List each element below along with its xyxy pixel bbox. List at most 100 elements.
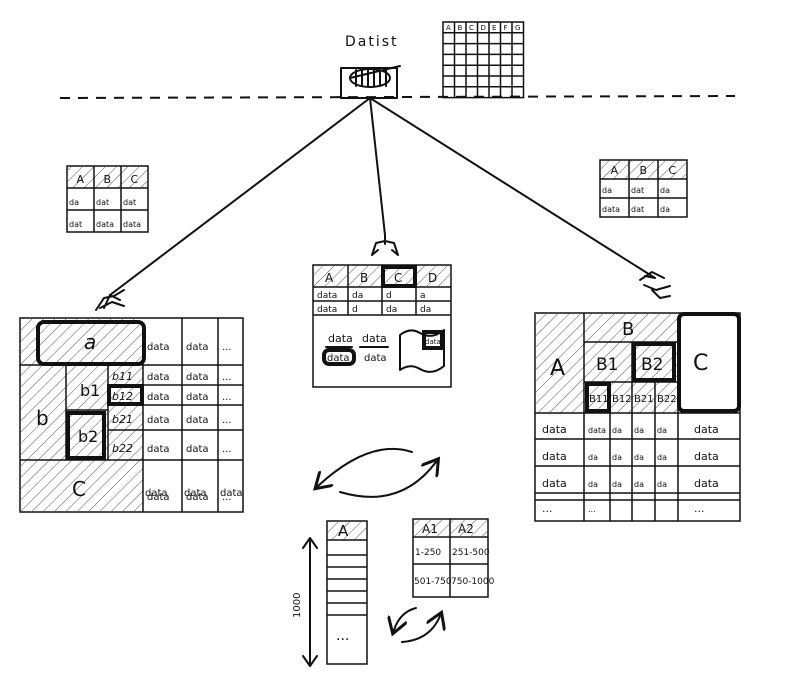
left-cell: data bbox=[186, 492, 209, 503]
small-cell: dat bbox=[631, 205, 644, 214]
left-cell: data bbox=[186, 392, 209, 403]
header-b2 bbox=[66, 411, 106, 460]
cables bbox=[109, 97, 656, 296]
right-cell: ... bbox=[694, 502, 705, 515]
small-cell: dat bbox=[631, 186, 644, 195]
left-cell: data bbox=[147, 492, 170, 503]
split-header-a2: A2 bbox=[458, 522, 474, 536]
split-cell-2: 251-500 bbox=[452, 548, 490, 558]
split-cell-1: 1-250 bbox=[415, 548, 441, 558]
sub-B12: B12 bbox=[612, 394, 632, 405]
left-cell: data bbox=[147, 392, 170, 403]
sub-b12: b12 bbox=[112, 390, 133, 403]
header-a bbox=[36, 320, 146, 366]
left-cell: ... bbox=[222, 492, 232, 503]
right-cell: ... bbox=[588, 505, 596, 514]
small-cell: da bbox=[660, 186, 670, 195]
bottom-split-table: A1 A2 1-250 251-500 501-750 750-1000 bbox=[412, 518, 495, 598]
right-cell: da bbox=[612, 480, 622, 489]
left-cell: data bbox=[147, 415, 170, 426]
center-cell: data bbox=[317, 305, 337, 315]
pair1-bottom: data bbox=[327, 353, 350, 364]
sub-B11: B11 bbox=[589, 394, 609, 405]
sheet-header: C bbox=[469, 24, 474, 32]
header-A-label: A bbox=[550, 356, 565, 381]
center-cell: da bbox=[386, 305, 397, 315]
right-cell: da bbox=[657, 480, 667, 489]
column-header: A bbox=[338, 522, 349, 540]
center-header: A bbox=[325, 271, 334, 285]
left-cell: data bbox=[220, 488, 243, 499]
header-a-label: a bbox=[84, 330, 96, 354]
right-cell: da bbox=[634, 426, 644, 435]
header-B-label: B bbox=[622, 319, 634, 340]
header-C-label: C bbox=[693, 351, 708, 376]
right-cell: data bbox=[694, 477, 719, 490]
claw-left-icon bbox=[95, 289, 125, 311]
left-cell: data bbox=[147, 342, 170, 353]
center-cell: d bbox=[386, 291, 392, 301]
cycle-arrow-large-top bbox=[318, 447, 413, 486]
left-cell: data bbox=[186, 444, 209, 455]
right-cell: da bbox=[657, 453, 667, 462]
left-cell: ... bbox=[222, 342, 232, 353]
right-cell: da bbox=[588, 453, 598, 462]
small-header: A bbox=[611, 164, 619, 177]
header-B2-box bbox=[632, 342, 676, 382]
svg-text:data: data bbox=[425, 338, 441, 346]
center-header-c-highlight bbox=[381, 265, 417, 288]
cycle-arrow-small-bottom bbox=[401, 616, 440, 643]
header-B2-label: B2 bbox=[641, 355, 663, 375]
right-cell: da bbox=[612, 426, 622, 435]
sheet-header: A bbox=[446, 24, 451, 32]
small-header: B bbox=[104, 173, 112, 186]
bottom-single-column: A ... 1000 bbox=[292, 520, 368, 667]
header-b2-label: b2 bbox=[78, 427, 98, 446]
header-c-label: C bbox=[72, 477, 86, 501]
header-B1-label: B1 bbox=[596, 355, 618, 375]
left-cell: ... bbox=[222, 444, 232, 455]
sheet-header: F bbox=[504, 24, 508, 32]
small-header: A bbox=[77, 173, 85, 186]
left-cell: ... bbox=[222, 415, 232, 426]
right-cell: data bbox=[542, 450, 567, 463]
small-cell: data bbox=[123, 220, 141, 229]
right-cell: da bbox=[657, 426, 667, 435]
center-cell: a bbox=[420, 291, 426, 301]
sub-b11: b11 bbox=[112, 370, 133, 383]
center-cell: da bbox=[352, 291, 363, 301]
left-cell: data bbox=[186, 415, 209, 426]
center-cell: da bbox=[420, 305, 431, 315]
cycle-arrow-small-top bbox=[394, 607, 417, 630]
small-header: B bbox=[640, 164, 648, 177]
right-cell: ... bbox=[542, 502, 553, 515]
left-cell: ... bbox=[222, 392, 232, 403]
small-cell: data bbox=[96, 220, 114, 229]
height-label: 1000 bbox=[292, 593, 303, 618]
right-cell: da bbox=[588, 480, 598, 489]
sheet-header: G bbox=[515, 24, 520, 32]
datist-title: Datist bbox=[345, 34, 399, 50]
small-header: C bbox=[669, 164, 677, 177]
left-cell: data bbox=[145, 488, 168, 499]
column-dots: ... bbox=[336, 628, 349, 644]
right-cell: data bbox=[694, 423, 719, 436]
left-cell: ... bbox=[222, 372, 232, 383]
small-cell: dat bbox=[69, 220, 82, 229]
header-b1-label: b1 bbox=[80, 381, 100, 400]
small-cell: dat bbox=[96, 198, 109, 207]
header-C-block bbox=[677, 312, 741, 413]
right-cell: da bbox=[612, 453, 622, 462]
sub-b22: b22 bbox=[112, 442, 133, 455]
center-cell: d bbox=[352, 305, 358, 315]
left-cell: data bbox=[186, 372, 209, 383]
left-cell: data bbox=[147, 372, 170, 383]
sheet-header: B bbox=[458, 24, 463, 32]
left-cell: data bbox=[186, 342, 209, 353]
sub-B21: B21 bbox=[634, 394, 654, 405]
